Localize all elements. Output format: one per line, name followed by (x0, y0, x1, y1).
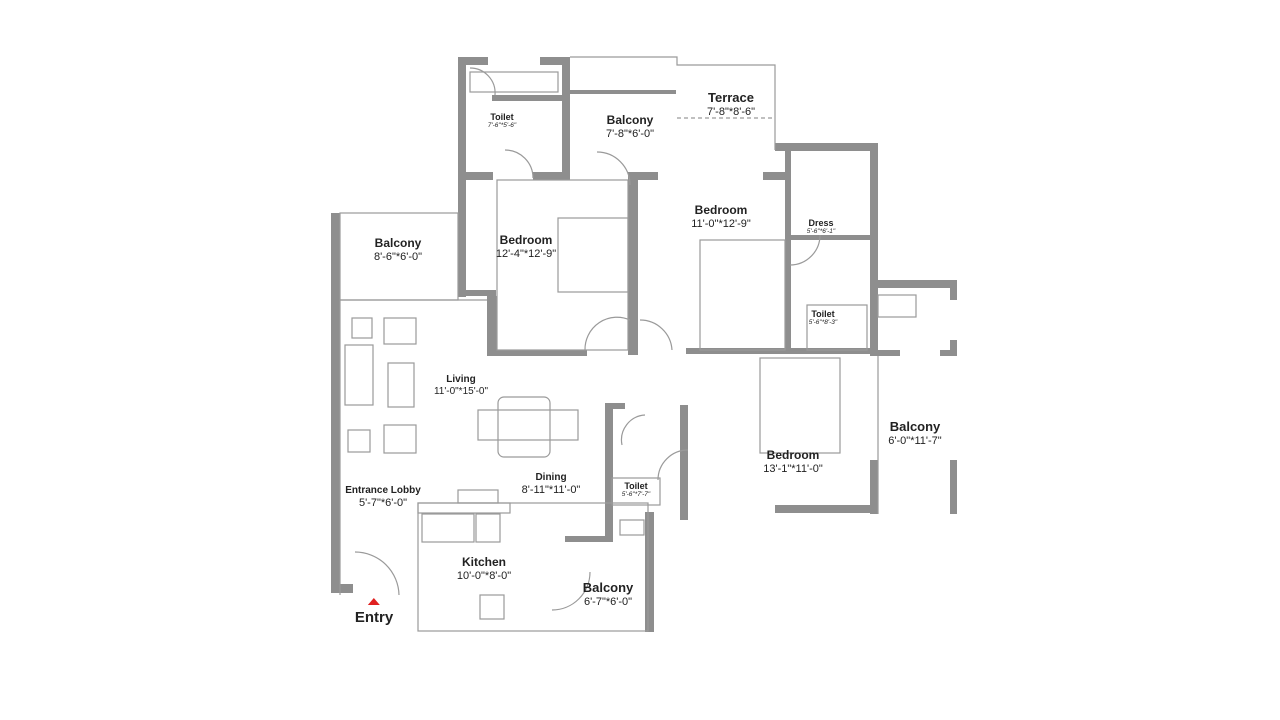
room-name: Terrace (707, 90, 754, 105)
room-name: Balcony (374, 236, 422, 250)
room-dims: 7'-8"*6'-0" (605, 127, 655, 140)
entry-arrow-icon (368, 598, 380, 605)
room-name: Bedroom (694, 203, 748, 217)
room-name: Toilet (624, 481, 648, 491)
room-dims: 8'-6"*6'-0" (373, 250, 423, 263)
room-name: Bedroom (766, 448, 820, 462)
room-dims: 11'-0"*12'-9" (691, 217, 751, 230)
room-dims: 7'-8"*8'-6" (706, 105, 756, 118)
room-dims: 5'-6"*6'-1" (806, 228, 836, 236)
room-dims: 7'-6"*5'-6" (487, 122, 517, 130)
room-dims: 5'-6"*7'-7" (621, 491, 651, 499)
room-name: Kitchen (461, 555, 506, 569)
room-dims: 12'-4"*12'-9" (495, 247, 557, 260)
room-name: Toilet (811, 309, 835, 319)
room-dims: 13'-1"*11'-0" (763, 462, 823, 475)
walls (331, 57, 957, 632)
room-dims: 8'-11"*11'-0" (521, 483, 581, 496)
room-dims: 10'-0"*8'-0" (456, 569, 512, 582)
entry-label: Entry (354, 609, 394, 626)
room-name: Balcony (582, 580, 634, 595)
room-name: Dining (535, 472, 567, 483)
interior-lines (339, 56, 917, 632)
room-name: Balcony (889, 419, 941, 434)
room-dims: 5'-6"*8'-3" (808, 319, 838, 327)
room-dims: 11'-0"*15'-0" (433, 385, 489, 397)
room-name: Living (446, 374, 476, 385)
room-name: Balcony (606, 113, 654, 127)
room-name: Dress (808, 218, 834, 228)
room-dims: 6'-7"*6'-0" (583, 595, 633, 608)
room-name: Bedroom (499, 233, 553, 247)
room-dims: 5'-7"*6'-0" (358, 496, 408, 509)
entry-marker: Entry (355, 598, 393, 627)
room-name: Toilet (490, 112, 514, 122)
room-dims: 6'-0"*11'-7" (888, 434, 942, 447)
room-name: Entrance Lobby (345, 485, 421, 496)
